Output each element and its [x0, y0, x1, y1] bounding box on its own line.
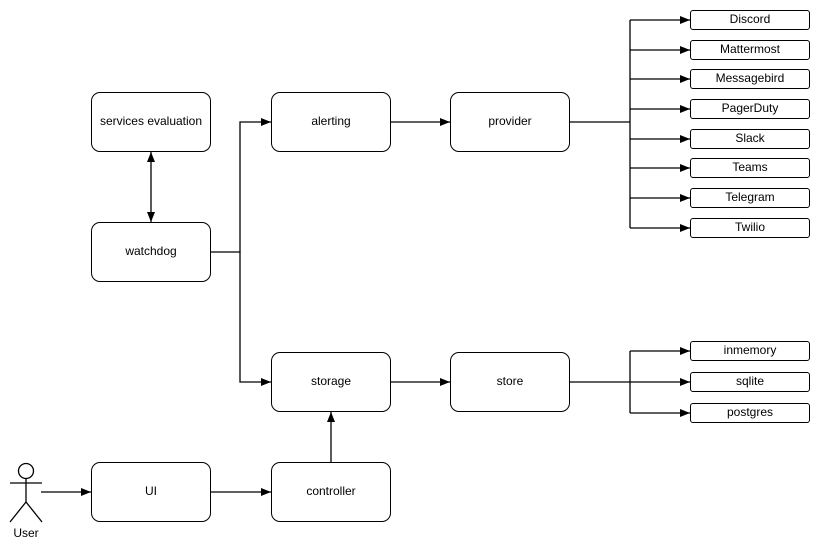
node-telegram[interactable]: Telegram — [690, 188, 810, 208]
user-actor-icon[interactable] — [9, 462, 43, 523]
node-controller[interactable]: controller — [271, 462, 391, 522]
node-discord[interactable]: Discord — [690, 10, 810, 30]
node-twilio[interactable]: Twilio — [690, 218, 810, 238]
edge-watchdog-storage — [239, 252, 271, 386]
node-mattermost[interactable]: Mattermost — [690, 40, 810, 60]
edge-watchdog-alerting — [211, 118, 271, 253]
node-services-evaluation[interactable]: services evaluation — [91, 92, 211, 152]
node-postgres[interactable]: postgres — [690, 403, 810, 423]
node-store[interactable]: store — [450, 352, 570, 412]
user-label: User — [13, 526, 39, 540]
node-inmemory[interactable]: inmemory — [690, 341, 810, 361]
node-messagebird[interactable]: Messagebird — [690, 69, 810, 89]
node-sqlite[interactable]: sqlite — [690, 372, 810, 392]
node-alerting[interactable]: alerting — [271, 92, 391, 152]
node-slack[interactable]: Slack — [690, 129, 810, 149]
node-storage[interactable]: storage — [271, 352, 391, 412]
node-pagerduty[interactable]: PagerDuty — [690, 99, 810, 119]
node-provider[interactable]: provider — [450, 92, 570, 152]
node-teams[interactable]: Teams — [690, 158, 810, 178]
node-ui[interactable]: UI — [91, 462, 211, 522]
node-watchdog[interactable]: watchdog — [91, 222, 211, 282]
